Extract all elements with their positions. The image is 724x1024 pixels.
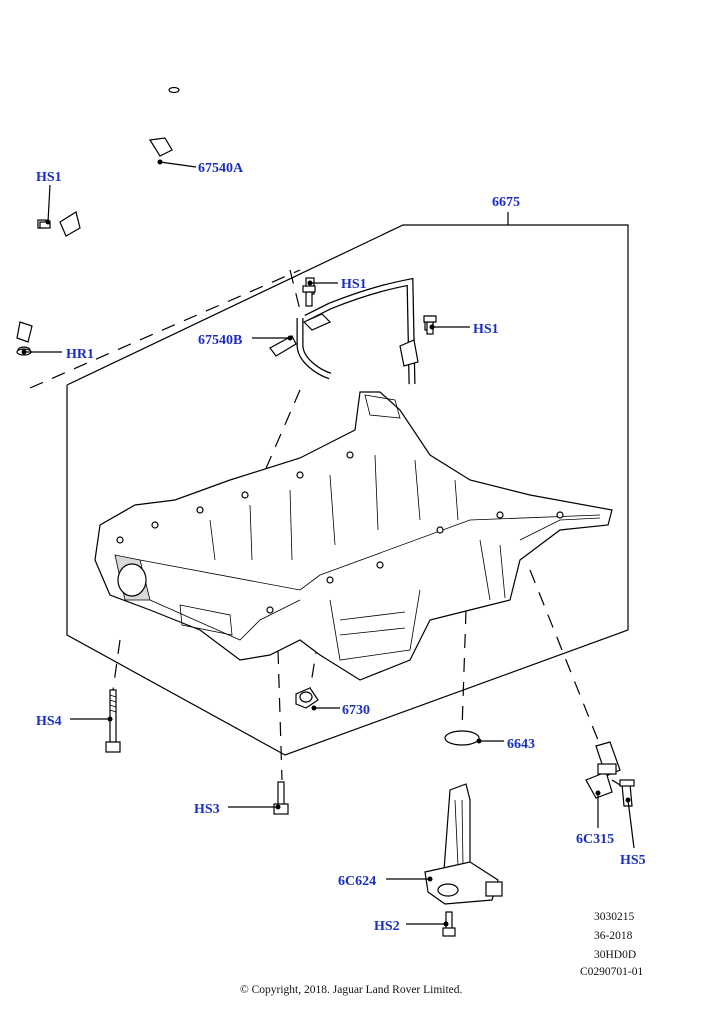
reference-line-4: C0290701-01 — [580, 966, 644, 978]
label-hs1-mid: HS1 — [341, 277, 367, 292]
label-6730: 6730 — [342, 703, 370, 718]
callout-labels: HS1 67540A 6675 HS1 HS1 67540B HR1 HS4 6… — [36, 161, 646, 934]
reference-line-1: 3030215 — [594, 911, 635, 923]
reference-line-3: 30HD0D — [594, 949, 636, 961]
label-67540a: 67540A — [198, 161, 244, 176]
label-hs1-top: HS1 — [36, 170, 62, 185]
oil-pan-6675 — [94, 391, 613, 681]
o-ring-6643 — [444, 730, 480, 746]
reference-line-2: 36-2018 — [594, 930, 633, 942]
label-6c315: 6C315 — [576, 832, 614, 847]
label-67540b: 67540B — [198, 333, 242, 348]
label-hs1-right: HS1 — [473, 322, 499, 337]
label-6675: 6675 — [492, 195, 520, 210]
bolts — [16, 221, 635, 937]
label-hr1: HR1 — [66, 347, 94, 362]
label-hs5: HS5 — [620, 853, 646, 868]
breather-tube-67540a — [16, 86, 180, 354]
label-hs4: HS4 — [36, 714, 62, 729]
oil-level-sensor-6c624 — [424, 783, 503, 905]
leader-lines — [21, 159, 635, 927]
reference-block: 3030215 36-2018 30HD0D C0290701-01 — [580, 911, 644, 978]
drain-plug-6730 — [295, 687, 319, 709]
assembly-outline — [29, 212, 629, 756]
label-6643: 6643 — [507, 737, 535, 752]
label-6c624: 6C624 — [338, 874, 376, 889]
label-hs2: HS2 — [374, 919, 400, 934]
copyright: © Copyright, 2018. Jaguar Land Rover Lim… — [240, 984, 463, 996]
sensor-6c315 — [585, 741, 621, 799]
label-hs3: HS3 — [194, 802, 220, 817]
breather-tube-67540b — [269, 277, 434, 385]
